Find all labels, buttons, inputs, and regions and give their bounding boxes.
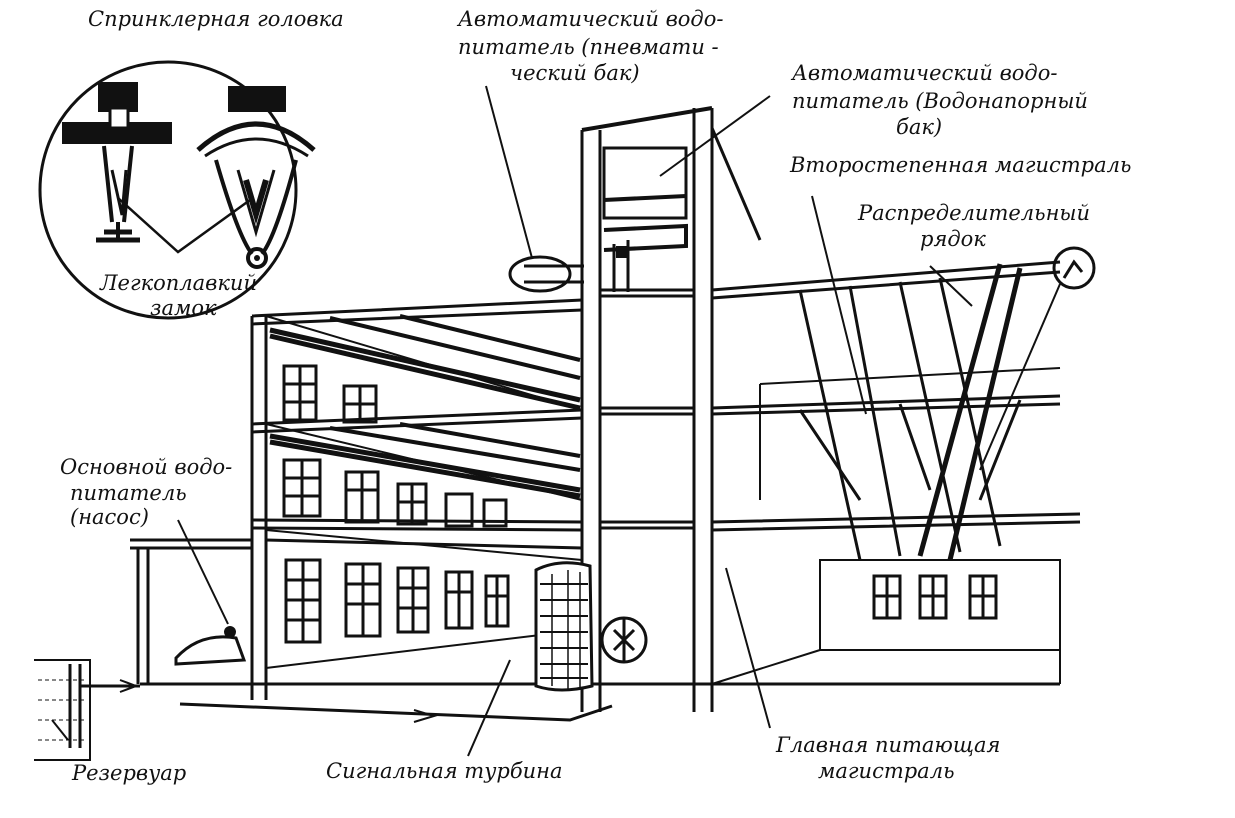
- fusible-lock-label-2: замок: [150, 296, 217, 320]
- main-feed-label-1: Главная питающая: [775, 733, 1000, 757]
- pneumatic-tank: [508, 255, 584, 293]
- pump-label-2: питатель: [70, 481, 187, 505]
- secondary-main-label: Второстепенная магистраль: [789, 153, 1131, 177]
- sprinkler-pendant-head-icon: [196, 86, 316, 269]
- fusible-lock-leader: [117, 197, 251, 254]
- sprinkler-head-inset: Легкоплавкий замок: [38, 60, 316, 320]
- main-feed-label-2: магистраль: [818, 759, 955, 783]
- reservoir-label: Резервуар: [71, 761, 186, 785]
- signal-turbine-brickwork: [534, 561, 594, 692]
- pneumatic-label-1: Автоматический водо-: [456, 7, 723, 31]
- gauge-icon: [1052, 246, 1096, 290]
- reservoir: [34, 659, 140, 761]
- pump-label-1: Основной водо-: [60, 455, 232, 479]
- pump-icon: [174, 626, 247, 666]
- distribution-row-label-2: рядок: [920, 227, 986, 251]
- sprinkler-head-label: Спринклерная головка: [88, 7, 344, 31]
- leader-lines: [51, 85, 1061, 757]
- signal-turbine-label: Сигнальная турбина: [326, 759, 563, 783]
- water-tower-tank: [602, 127, 762, 292]
- pneumatic-label-2: питатель (пневмати -: [458, 35, 719, 59]
- windows: [282, 364, 998, 644]
- pneumatic-label-3: ческий бак): [510, 61, 640, 85]
- tower-tank-label-3: бак): [896, 115, 942, 139]
- fusible-lock-label-1: Легкоплавкий: [99, 271, 257, 295]
- sprinkler-cross-section-icon: [62, 82, 172, 243]
- pump-label-3: (насос): [70, 505, 149, 529]
- labels: Автоматический водо- питатель (пневмати …: [60, 7, 1131, 785]
- tower-tank-label-1: Автоматический водо-: [790, 61, 1057, 85]
- distribution-row-label-1: Распределительный: [857, 201, 1090, 225]
- underground-pipe: [179, 702, 613, 723]
- inset-circle: [38, 60, 298, 320]
- tower-tank-label-2: питатель (Водонапорный: [792, 89, 1088, 113]
- valve-icon: [600, 616, 648, 664]
